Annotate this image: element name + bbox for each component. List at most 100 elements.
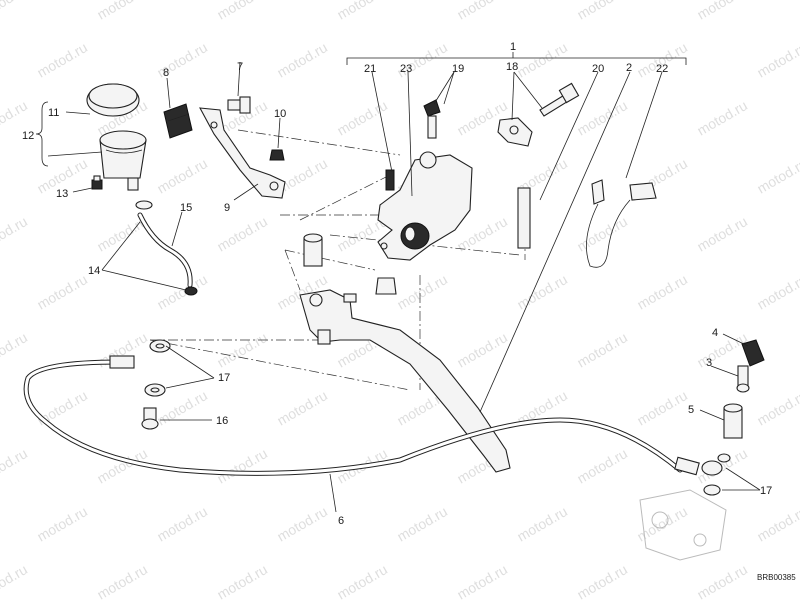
nut-lower — [375, 277, 397, 295]
rubber-boot-8 — [163, 103, 193, 139]
callout-12: 12 — [22, 130, 34, 142]
callout-17-right: 17 — [760, 485, 772, 497]
callout-22: 22 — [656, 63, 668, 75]
watermark-text: motod.ru — [694, 97, 750, 138]
leader-lines — [47, 61, 761, 513]
watermark-text: motod.ru — [574, 561, 630, 600]
clamp-18 — [497, 117, 533, 249]
watermark-text: motod.ru — [754, 271, 800, 312]
bracket-9 — [199, 107, 286, 199]
watermark-text: motod.ru — [214, 0, 270, 23]
reservoir-cap — [86, 83, 140, 117]
watermark-text: motod.ru — [34, 503, 90, 544]
callout-14: 14 — [88, 265, 100, 277]
watermark-text: motod.ru — [0, 445, 30, 486]
watermark-text: motod.ru — [154, 271, 210, 312]
watermark-text: motod.ru — [394, 503, 450, 544]
callout-10: 10 — [274, 108, 286, 120]
watermark-text: motod.ru — [634, 271, 690, 312]
watermark-text: motod.ru — [634, 387, 690, 428]
nut-10 — [269, 149, 285, 161]
fitting-5 — [723, 403, 743, 439]
callout-13: 13 — [56, 188, 68, 200]
watermark-text: motod.ru — [394, 271, 450, 312]
callout-7: 7 — [237, 61, 243, 73]
callout-23: 23 — [400, 63, 412, 75]
clutch-hose-6 — [23, 355, 700, 476]
callout-11: 11 — [48, 107, 59, 119]
watermark-text: motod.ru — [574, 329, 630, 370]
callout-8: 8 — [163, 67, 169, 79]
watermark-text: motod.ru — [0, 329, 30, 370]
watermark-text: motod.ru — [754, 387, 800, 428]
watermark-text: motod.ru — [694, 329, 750, 370]
assembly-bracket — [346, 57, 687, 65]
watermark-text: motod.ru — [334, 561, 390, 600]
bolt-18 — [539, 82, 580, 117]
watermark-text: motod.ru — [0, 0, 30, 23]
callout-16: 16 — [216, 415, 228, 427]
watermark-text: motod.ru — [274, 503, 330, 544]
watermark-text: motod.ru — [574, 213, 630, 254]
watermark-text: motod.ru — [754, 503, 800, 544]
callout-20: 20 — [592, 63, 604, 75]
watermark-text: motod.ru — [274, 387, 330, 428]
watermark-text: motod.ru — [214, 445, 270, 486]
callout-4: 4 — [712, 327, 718, 339]
watermark-text: motod.ru — [574, 445, 630, 486]
banjo-fittings-17 — [144, 339, 731, 496]
watermark-text: motod.ru — [694, 213, 750, 254]
callout-3: 3 — [706, 357, 712, 369]
watermark-text: motod.ru — [514, 271, 570, 312]
callout-6: 6 — [338, 515, 344, 527]
watermark-text: motod.ru — [274, 39, 330, 80]
watermark-text: motod.ru — [154, 155, 210, 196]
bleed-cap-4 — [741, 339, 765, 367]
watermark-text: motod.ru — [214, 329, 270, 370]
callout-9: 9 — [224, 202, 230, 214]
callout-1: 1 — [510, 41, 516, 53]
watermark-text: motod.ru — [154, 503, 210, 544]
master-cylinder — [377, 151, 473, 261]
callout-15: 15 — [180, 202, 192, 214]
clutch-lever — [299, 289, 511, 473]
watermark-text: motod.ru — [34, 271, 90, 312]
callout-2: 2 — [626, 62, 632, 74]
screw-13 — [91, 175, 103, 190]
watermark-text: motod.ru — [0, 561, 30, 600]
watermark-text: motod.ru — [454, 0, 510, 23]
watermark-text: motod.ru — [454, 329, 510, 370]
bolt-7 — [227, 96, 251, 114]
watermark-text: motod.ru — [94, 0, 150, 23]
callout-5: 5 — [688, 404, 694, 416]
hose-15 — [137, 212, 193, 288]
callout-18: 18 — [506, 61, 518, 73]
switch-22 — [586, 179, 657, 268]
watermark-text: motod.ru — [694, 0, 750, 23]
watermark-text: motod.ru — [0, 213, 30, 254]
watermark-text: motod.ru — [694, 561, 750, 600]
bleed-screw-3 — [736, 365, 750, 393]
watermark-text: motod.ru — [514, 39, 570, 80]
watermark-text: motod.ru — [574, 97, 630, 138]
watermark-text: motod.ru — [514, 503, 570, 544]
watermark-text: motod.ru — [214, 561, 270, 600]
watermark-text: motod.ru — [214, 213, 270, 254]
banjo-bolt-16 — [141, 407, 159, 430]
watermark-text: motod.ru — [94, 561, 150, 600]
spacer-sleeve — [303, 233, 323, 267]
watermark-text: motod.ru — [334, 97, 390, 138]
reservoir-brace — [35, 101, 49, 167]
callout-21: 21 — [364, 63, 376, 75]
watermark-text: motod.ru — [334, 0, 390, 23]
watermark-text: motod.ru — [754, 39, 800, 80]
callout-19: 19 — [452, 63, 464, 75]
drawing-code: BRB00385 — [757, 573, 796, 582]
watermark-text: motod.ru — [454, 561, 510, 600]
reservoir-body — [99, 130, 147, 191]
watermark-text: motod.ru — [574, 0, 630, 23]
callout-17-left: 17 — [218, 372, 230, 384]
clamp-14 — [135, 200, 198, 296]
slave-cylinder-ghost — [639, 489, 727, 561]
